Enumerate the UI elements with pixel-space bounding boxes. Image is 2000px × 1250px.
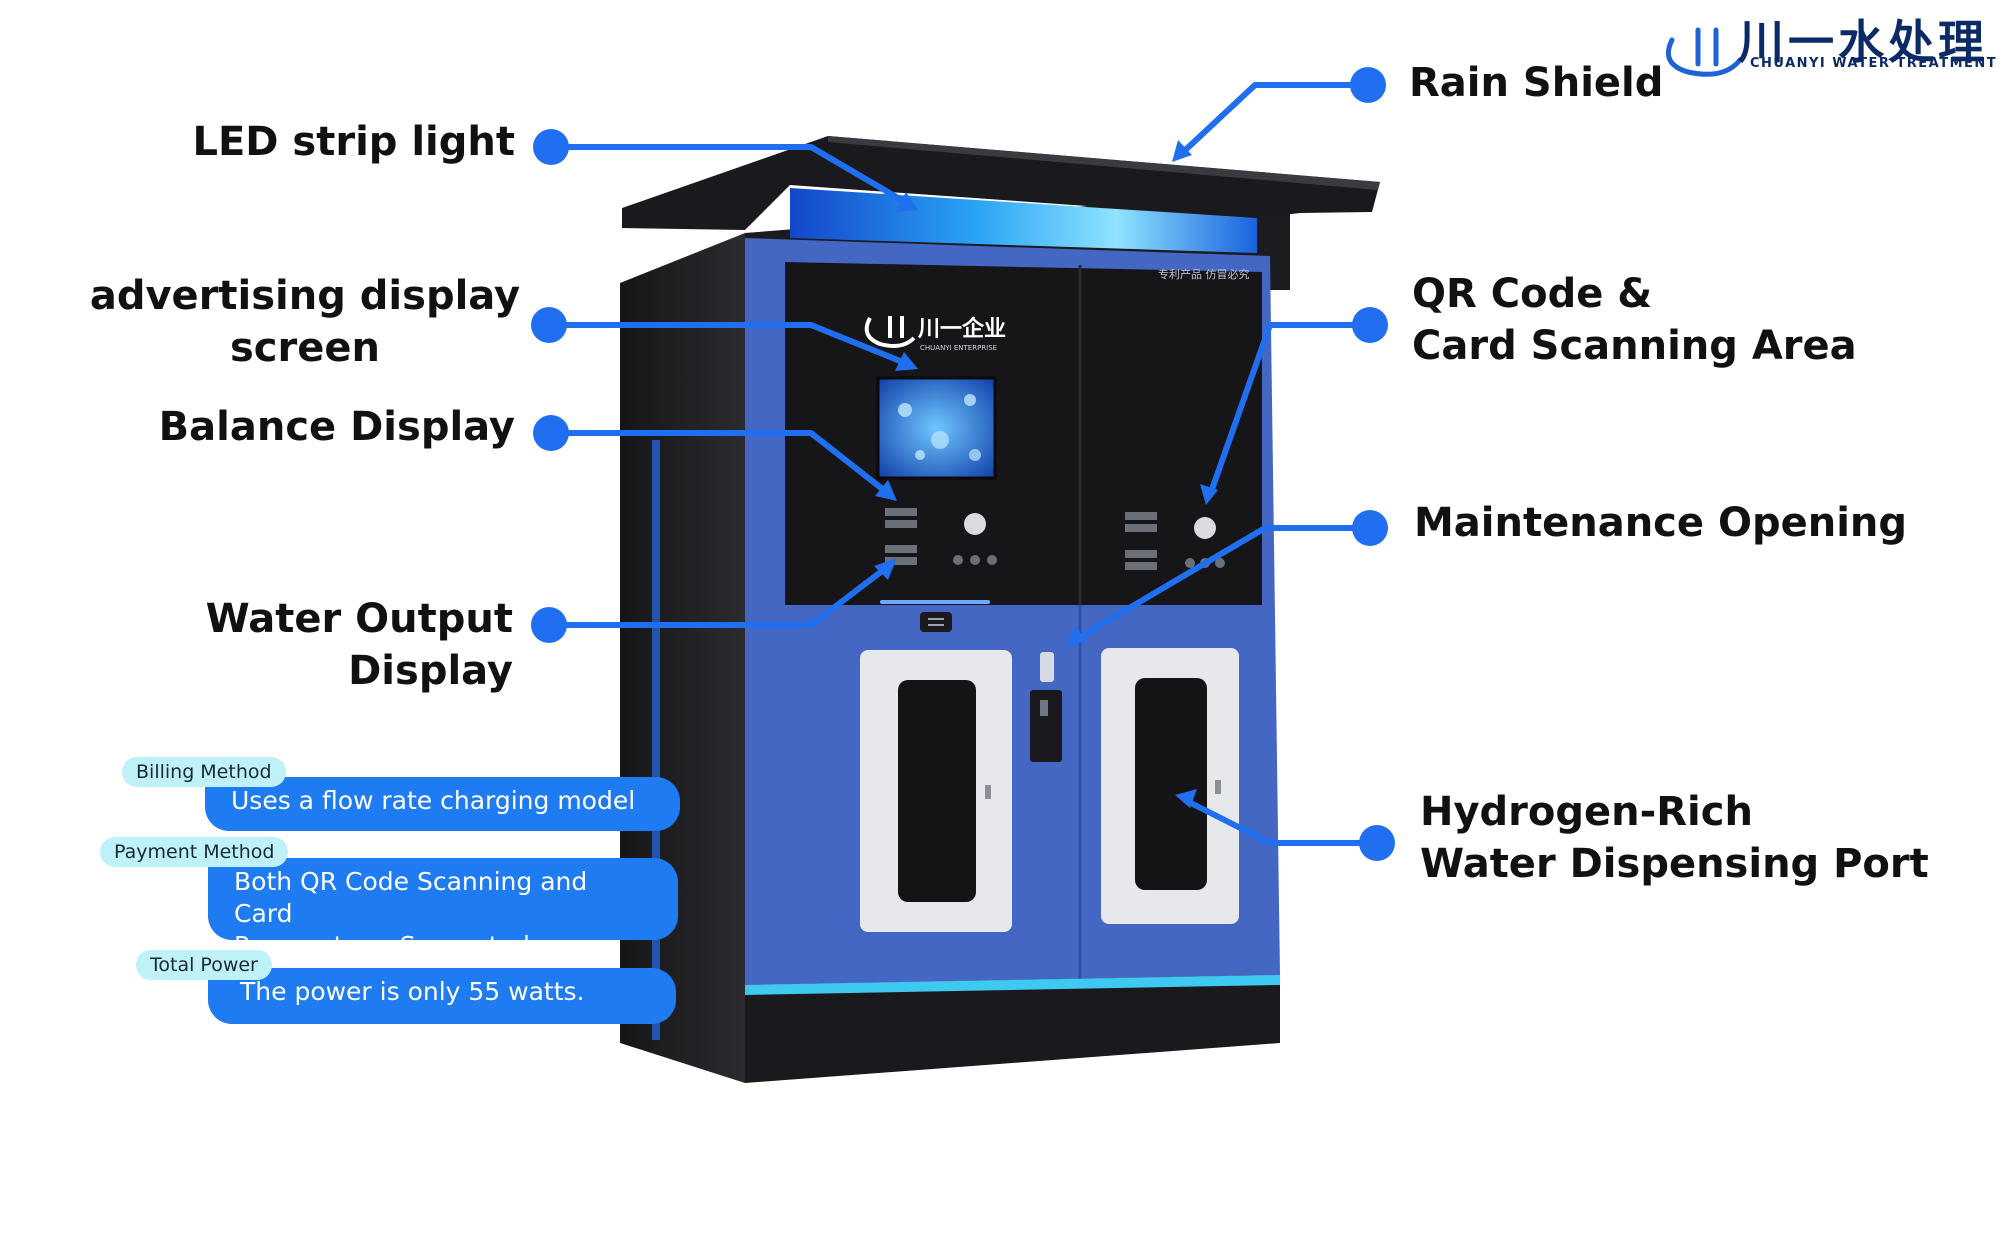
qr-leader [1207, 322, 1370, 496]
left-dispenser-door [860, 650, 1012, 932]
left-control-cluster [885, 508, 997, 565]
brand-name-cn: 川一企业 [917, 316, 1006, 342]
center-vent [920, 612, 952, 632]
rain-shield-leader [1177, 82, 1368, 158]
led-strip-leader [551, 144, 912, 208]
total-power-tag: Total Power [136, 950, 272, 980]
rain-shield-dot [1350, 67, 1386, 103]
maintenance-dot [1352, 510, 1388, 546]
water-vending-machine: 川一企业 CHUANYI ENTERPRISE 专利产品 仿冒必究 [620, 136, 1380, 1083]
label-maintenance-opening: Maintenance Opening [1414, 500, 1908, 546]
led-strip-dot [533, 129, 569, 165]
advertising-screen [876, 376, 997, 480]
right-control-cluster [1125, 512, 1225, 570]
company-logo-chinese: 川一水处理 [1738, 15, 1988, 69]
water-output-dot [531, 607, 567, 643]
callout-dots [531, 67, 1395, 861]
payment-method-value: Both QR Code Scanning and Card Payment a… [208, 858, 678, 960]
hydrogen-dot [1359, 825, 1395, 861]
label-hydrogen-dispensing-port: Hydrogen-Rich Water Dispensing Port [1420, 789, 1929, 887]
right-dispenser-door [1101, 648, 1239, 924]
water-output-leader [551, 562, 892, 628]
advertising-dot [531, 307, 567, 343]
base-glow-strip [745, 975, 1280, 995]
label-qr-scanning-area: QR Code & Card Scanning Area [1412, 271, 1857, 369]
billing-method-tag: Billing Method [122, 757, 286, 787]
callout-arrowheads [874, 140, 1218, 808]
label-advertising-screen: advertising display screen [89, 273, 521, 371]
top-plate-text: 专利产品 仿冒必究 [1158, 267, 1250, 281]
advertising-leader [551, 322, 912, 368]
balance-dot [533, 415, 569, 451]
label-led-strip: LED strip light [192, 119, 515, 165]
side-light-strip [652, 440, 660, 1040]
control-glass-panel [785, 262, 1262, 605]
brand-name-en: CHUANYI ENTERPRISE [920, 344, 997, 352]
payment-method-tag: Payment Method [100, 837, 289, 867]
left-dispensing-port [898, 680, 976, 902]
qr-dot [1352, 307, 1388, 343]
company-logo-icon [1666, 27, 1743, 77]
right-dispensing-port [1135, 678, 1207, 890]
maintenance-leader [1073, 525, 1370, 643]
label-water-output-display: Water Output Display [205, 596, 513, 694]
label-balance-display: Balance Display [158, 404, 515, 450]
label-rain-shield: Rain Shield [1409, 60, 1664, 106]
maintenance-slot [1030, 652, 1062, 762]
callout-lines [551, 82, 1377, 846]
billing-method-value: Uses a flow rate charging model [205, 777, 680, 831]
brand-logo-mark [864, 316, 916, 348]
balance-leader [551, 430, 892, 498]
company-logo-english: CHUANYI WATER TREATMENT [1750, 56, 1998, 71]
rain-shield [622, 136, 1380, 230]
hydrogen-leader [1183, 797, 1377, 846]
total-power-value: The power is only 55 watts. [208, 968, 676, 1024]
cabinet-base [745, 975, 1280, 1083]
